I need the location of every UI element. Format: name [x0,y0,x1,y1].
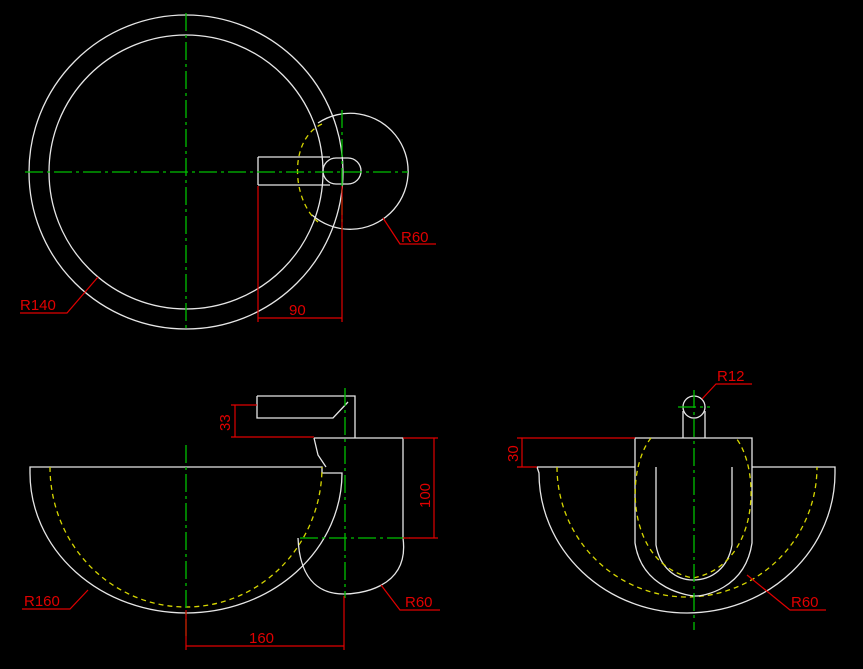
spout-slot [322,157,362,185]
r160-label: R160 [24,593,60,610]
small-cylinder-body [313,437,404,538]
hidden-arc-top [296,123,323,223]
dim-100-label: 100 [417,483,434,508]
r60-side-leader [746,574,826,611]
side-cylinder-inner [655,467,733,581]
dim-30-label: 30 [505,445,522,462]
dim-33-label: 33 [217,414,234,431]
spout-outline [256,395,356,438]
side-bowl-outline [536,466,836,614]
small-cylinder-base [297,537,405,595]
r60-front-label: R60 [405,594,433,611]
spout-outline [257,156,330,186]
r12-leader [701,383,752,400]
r60-side-label: R60 [791,594,819,611]
r12-label: R12 [717,368,745,385]
r60-front-leader [380,584,440,611]
dim-160-label: 160 [249,630,274,647]
cad-canvas: R140 R60 90 33 100 R160 R60 [20,13,836,650]
top-view: R140 R60 90 [20,13,436,330]
bowl-outline [29,466,343,614]
r140-leader [20,276,99,314]
r60-top-leader [382,217,436,245]
side-cylinder-outline [634,437,753,597]
side-hidden-ellipse [634,437,752,579]
front-view: 33 100 R160 R60 160 [22,388,440,650]
dim-90-label: 90 [289,302,306,319]
r140-label: R140 [20,297,56,314]
side-bowl-hidden-arc [556,466,818,598]
r160-leader [22,589,89,610]
small-cylinder-arc [311,112,409,230]
r60-top-label: R60 [401,229,429,246]
side-view: 30 R12 R60 [505,368,836,630]
